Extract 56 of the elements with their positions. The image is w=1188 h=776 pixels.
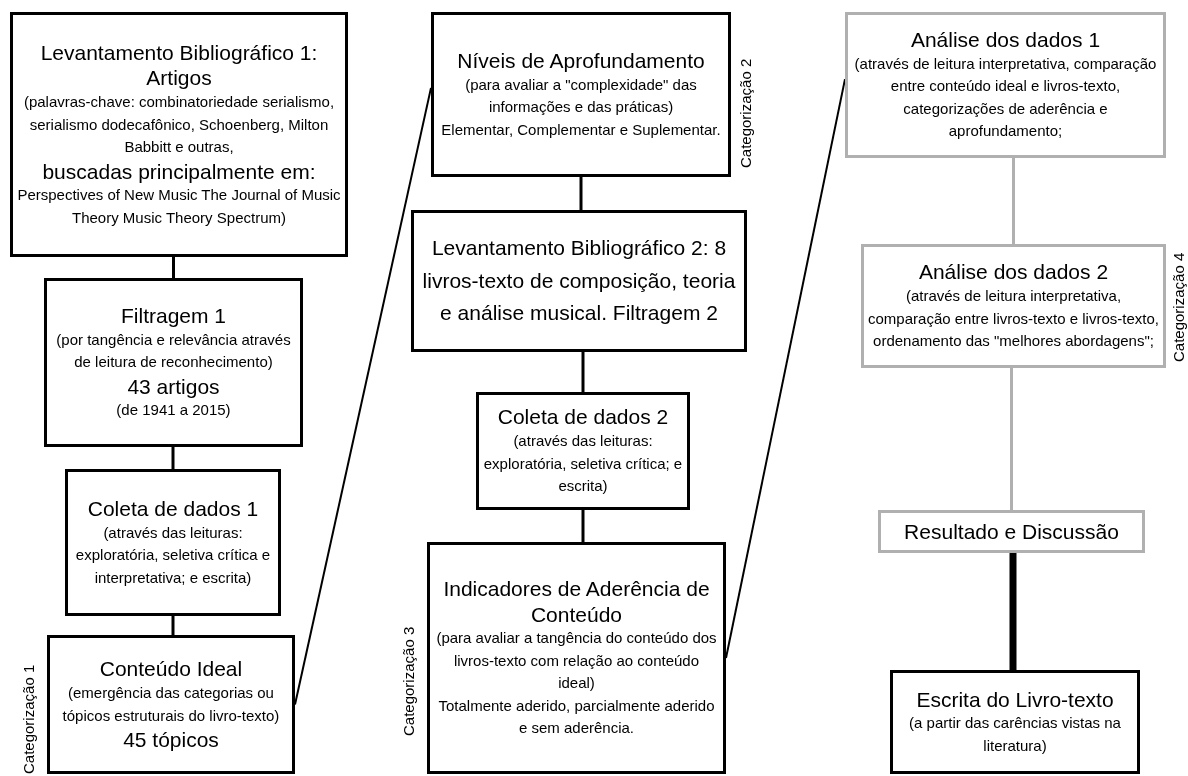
process-box (65, 469, 281, 616)
box-title: Resultado e Discussão (904, 518, 1119, 545)
connector-line (171, 616, 175, 635)
process-box (411, 210, 747, 352)
connector-line (581, 352, 585, 392)
process-box (890, 670, 1140, 774)
box-description: (para avaliar a tangência do conteúdo dos livros-texto com relação ao conteúdo ideal) (435, 628, 718, 694)
connector-line (579, 177, 583, 210)
box-description: 43 artigos (127, 373, 220, 400)
box-description: Totalmente aderido, parcialmente aderido e sem aderência. (437, 695, 716, 739)
process-box (47, 635, 295, 774)
box-description: (por tangência e relevância através de leitura de reconhecimento) (55, 329, 292, 373)
category-label: Categorização 3 (400, 626, 417, 736)
process-box (845, 12, 1166, 158)
connector-line (725, 78, 846, 659)
box-title: Análise dos dados 2 (918, 259, 1109, 286)
box-title: Indicadores de Aderência de Conteúdo (442, 576, 711, 628)
box-title: Levantamento Bibliográfico 1: Artigos (39, 39, 319, 92)
double-line (1009, 553, 1017, 670)
box-title: Coleta de dados 2 (497, 404, 669, 431)
process-box (44, 278, 303, 447)
category-label: Categorização 2 (737, 58, 754, 168)
box-description: (através de leitura interpretativa, comparação entre conteúdo ideal e livros-texto, categorizações de aderência e aprofundamento; (853, 53, 1158, 142)
box-title: Escrita do Livro-texto (916, 686, 1114, 713)
box-title: Filtragem 1 (121, 303, 226, 329)
box-description: Perspectives of New Music The Journal of Music Theory Music Theory Spectrum) (17, 185, 341, 228)
connector-line (171, 447, 175, 469)
process-box (431, 12, 731, 177)
category-label: Categorização 1 (20, 664, 37, 774)
box-description: (através de leitura interpretativa, comparação entre livros-texto e livros-texto, ordenamento das "melhores abordagens"; (868, 286, 1159, 352)
box-description: (através das leituras: exploratória, seletiva crítica e interpretativa; e escrita) (74, 522, 272, 588)
process-box (427, 542, 726, 774)
box-description: (palavras-chave: combinatoriedade serialismo, serialismo dodecafônico, Schoenberg, Milton Babbitt e outras, (22, 92, 336, 158)
box-description: 45 tópicos (123, 727, 219, 753)
box-title: Análise dos dados 1 (910, 27, 1101, 53)
connector-line (1010, 368, 1013, 510)
box-description: (para avaliar a "complexidade" das informações e das práticas) (464, 74, 698, 118)
box-description: (através das leituras: exploratória, seletiva crítica; e escrita) (483, 431, 683, 497)
box-title: Conteúdo Ideal (99, 656, 243, 682)
box-description: (emergência das categorias ou tópicos estruturais do livro-texto) (61, 683, 281, 726)
process-box (476, 392, 690, 510)
box-title: Coleta de dados 1 (87, 495, 259, 522)
box-description: (a partir das carências vistas na literatura) (908, 713, 1122, 756)
box-description: buscadas principalmente em: (42, 158, 316, 185)
process-box (878, 510, 1145, 553)
connector-line (172, 257, 175, 278)
process-box (861, 244, 1166, 368)
box-description: Elementar, Complementar e Suplementar. (441, 119, 721, 140)
category-label: Categorização 4 (1170, 252, 1187, 362)
connector-line (1012, 158, 1015, 244)
box-description: (de 1941 a 2015) (116, 400, 231, 421)
box-title: Levantamento Bibliográfico 2: 8 livros-texto de composição, teoria e análise musical. Filtragem 2 (421, 235, 737, 327)
box-title: Níveis de Aprofundamento (457, 47, 705, 74)
process-box (10, 12, 348, 257)
connector-line (294, 86, 432, 706)
connector-line (581, 510, 585, 542)
